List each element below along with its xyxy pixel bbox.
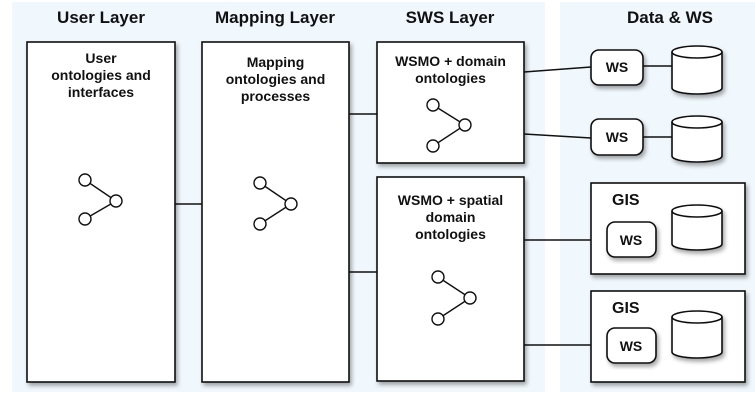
sws-spatial-box-label: WSMO + spatial domain ontologies <box>397 192 504 242</box>
mapping-box-label: Mapping ontologies and processes <box>225 54 326 104</box>
gis-label: GIS <box>612 300 640 317</box>
data-ws-header: Data & WS <box>627 8 713 27</box>
mapping-layer-header: Mapping Layer <box>215 8 335 27</box>
ws-label: WS <box>619 338 643 354</box>
sws-layer-header: SWS Layer <box>405 8 495 27</box>
gis-2-ws-box <box>606 327 657 364</box>
ws-box-2 <box>590 118 644 156</box>
gis-1-ws-box <box>606 221 657 258</box>
ontology-graph-icon <box>253 176 298 231</box>
ws-box-1 <box>590 49 644 86</box>
ws-label: WS <box>605 59 629 75</box>
sws-domain-box <box>376 41 525 164</box>
sws-domain-ws2-connector <box>523 133 592 139</box>
user-box-label: User ontologies and interfaces <box>51 50 151 100</box>
ontology-graph-icon <box>431 270 477 326</box>
sws-domain-ws1-connector <box>523 66 592 73</box>
ontology-graph-icon <box>78 173 123 226</box>
database-icon <box>671 310 723 359</box>
user-layer-box <box>26 41 176 383</box>
ws-label: WS <box>605 129 629 145</box>
sws-spatial-box <box>376 176 525 382</box>
ontology-graph-icon <box>426 98 472 153</box>
user-layer-header: User Layer <box>57 8 145 27</box>
mapping-layer-box <box>201 41 350 383</box>
sws-domain-box-label: WSMO + domain ontologies <box>395 53 506 86</box>
database-icon <box>671 204 723 251</box>
ws-label: WS <box>619 232 643 248</box>
gis-label: GIS <box>612 192 640 209</box>
database-icon <box>671 45 723 95</box>
database-icon <box>671 115 723 163</box>
